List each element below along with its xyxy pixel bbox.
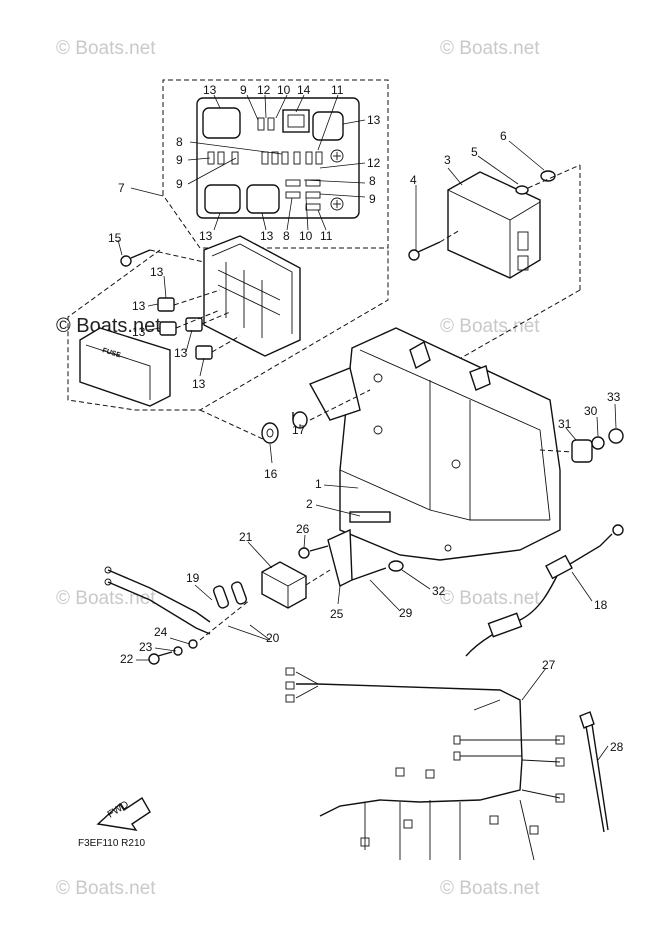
callout-5: 5 xyxy=(471,145,478,159)
watermark-lower-left: © Boats.net xyxy=(56,588,156,609)
callout-11-b: 11 xyxy=(320,229,333,243)
callout-13-c: 13 xyxy=(199,229,213,243)
callout-31: 31 xyxy=(558,417,572,431)
mounting-bracket xyxy=(199,327,561,561)
callout-33: 33 xyxy=(607,390,621,404)
callout-6: 6 xyxy=(500,129,507,143)
inset-leaders xyxy=(130,94,366,231)
watermark-mid-left: © Boats.net xyxy=(56,315,161,337)
callout-13-g: 13 xyxy=(132,325,146,339)
callout-25: 25 xyxy=(330,607,344,621)
battery-cable xyxy=(465,524,624,657)
callout-14: 14 xyxy=(297,83,311,97)
watermark-top-right: © Boats.net xyxy=(440,38,540,59)
battery-leads-group xyxy=(104,566,251,665)
watermarks: © Boats.net © Boats.net © Boats.net © Bo… xyxy=(56,38,540,899)
callout-1: 1 xyxy=(315,477,322,491)
callout-23: 23 xyxy=(139,640,153,654)
callout-20: 20 xyxy=(266,631,280,645)
main-leaders xyxy=(117,140,617,761)
callout-13-f: 13 xyxy=(132,299,146,313)
callout-17: 17 xyxy=(292,423,306,437)
callout-9-b: 9 xyxy=(176,153,183,167)
callout-9-d: 9 xyxy=(369,192,376,206)
grommets xyxy=(261,411,308,444)
callout-9-c: 9 xyxy=(176,177,183,191)
wire-harness xyxy=(285,667,565,861)
watermark-mid-right: © Boats.net xyxy=(440,316,540,337)
callout-13-b: 13 xyxy=(367,113,381,127)
cable-tie xyxy=(579,711,609,833)
callout-2: 2 xyxy=(306,497,313,511)
callout-11-a: 11 xyxy=(331,83,344,97)
callout-16: 16 xyxy=(264,467,278,481)
callout-26: 26 xyxy=(296,522,310,536)
callout-28: 28 xyxy=(610,740,624,754)
watermark-bottom-left: © Boats.net xyxy=(56,878,156,899)
callout-10-a: 10 xyxy=(277,83,291,97)
callout-labels: 13 9 12 10 14 11 13 8 9 12 9 8 9 7 13 13… xyxy=(108,83,624,754)
callout-13-e: 13 xyxy=(150,265,164,279)
callout-10-b: 10 xyxy=(299,229,313,243)
callout-13-h: 13 xyxy=(174,346,188,360)
control-module-group xyxy=(408,164,581,371)
callout-27: 27 xyxy=(542,658,556,672)
right-hardware xyxy=(539,428,624,463)
callout-4: 4 xyxy=(410,173,417,187)
callout-7: 7 xyxy=(118,181,125,195)
callout-8-a: 8 xyxy=(176,135,183,149)
callout-22: 22 xyxy=(120,652,134,666)
callout-13-d: 13 xyxy=(260,229,274,243)
fuse-box-exploded-area: FUSE xyxy=(67,235,389,411)
callout-13-i: 13 xyxy=(192,377,206,391)
callout-29: 29 xyxy=(399,606,413,620)
starter-relay-group xyxy=(261,528,404,609)
callout-8-c: 8 xyxy=(283,229,290,243)
watermark-top-left: © Boats.net xyxy=(56,38,156,59)
callout-9-a: 9 xyxy=(240,83,247,97)
callout-13-a: 13 xyxy=(203,83,217,97)
fwd-direction-arrow: FWD xyxy=(96,797,151,831)
callout-32: 32 xyxy=(432,584,446,598)
callout-18: 18 xyxy=(594,598,608,612)
watermark-bottom-right: © Boats.net xyxy=(440,878,540,899)
callout-24: 24 xyxy=(154,625,168,639)
callout-8-b: 8 xyxy=(369,174,376,188)
callout-12-b: 12 xyxy=(367,156,381,170)
callout-19: 19 xyxy=(186,571,200,585)
callout-30: 30 xyxy=(584,404,598,418)
callout-12-a: 12 xyxy=(257,83,271,97)
drawing-code: F3EF110 R210 xyxy=(78,838,146,849)
fuse-box-detail-inset xyxy=(162,79,389,249)
callout-15: 15 xyxy=(108,231,122,245)
watermark-lower-right: © Boats.net xyxy=(440,588,540,609)
callout-21: 21 xyxy=(239,530,253,544)
callout-3: 3 xyxy=(444,153,451,167)
